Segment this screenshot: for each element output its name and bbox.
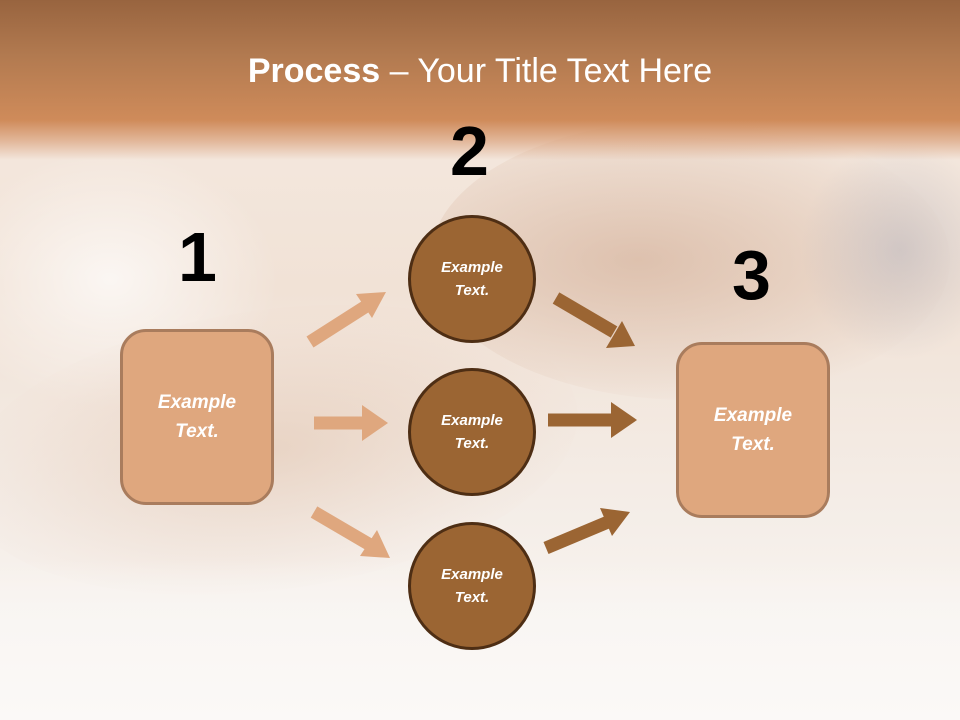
arrow-1-to-top — [306, 292, 386, 348]
title-banner — [0, 0, 960, 160]
circle-middle-line1: Example — [441, 412, 503, 429]
step-number-3: 3 — [732, 236, 771, 314]
title-bold: Process — [247, 52, 381, 90]
arrow-bottom-to-3 — [543, 508, 630, 554]
slide-title: Process – Your Title Text Here — [0, 52, 960, 91]
background-hair — [800, 140, 960, 360]
arrow-1-to-middle — [314, 405, 388, 441]
circle-bottom-line1: Example — [441, 566, 503, 583]
step-3-text-line1: Example — [713, 405, 793, 426]
step-1-text-line2: Text. — [175, 421, 219, 442]
step-1-text-line1: Example — [157, 392, 237, 413]
step-number-1: 1 — [178, 218, 217, 296]
title-rest: – Your Title Text Here — [380, 52, 713, 90]
step-number-2: 2 — [450, 112, 489, 190]
arrow-middle-to-3 — [548, 402, 637, 438]
circle-bottom-line2: Text. — [454, 589, 490, 606]
circle-top-line2: Text. — [454, 282, 490, 299]
arrow-1-to-bottom — [310, 506, 390, 558]
circle-middle-line2: Text. — [454, 435, 490, 452]
circle-top-line1: Example — [441, 259, 503, 276]
arrow-top-to-3 — [552, 292, 635, 348]
step-3-text-line2: Text. — [731, 434, 775, 455]
